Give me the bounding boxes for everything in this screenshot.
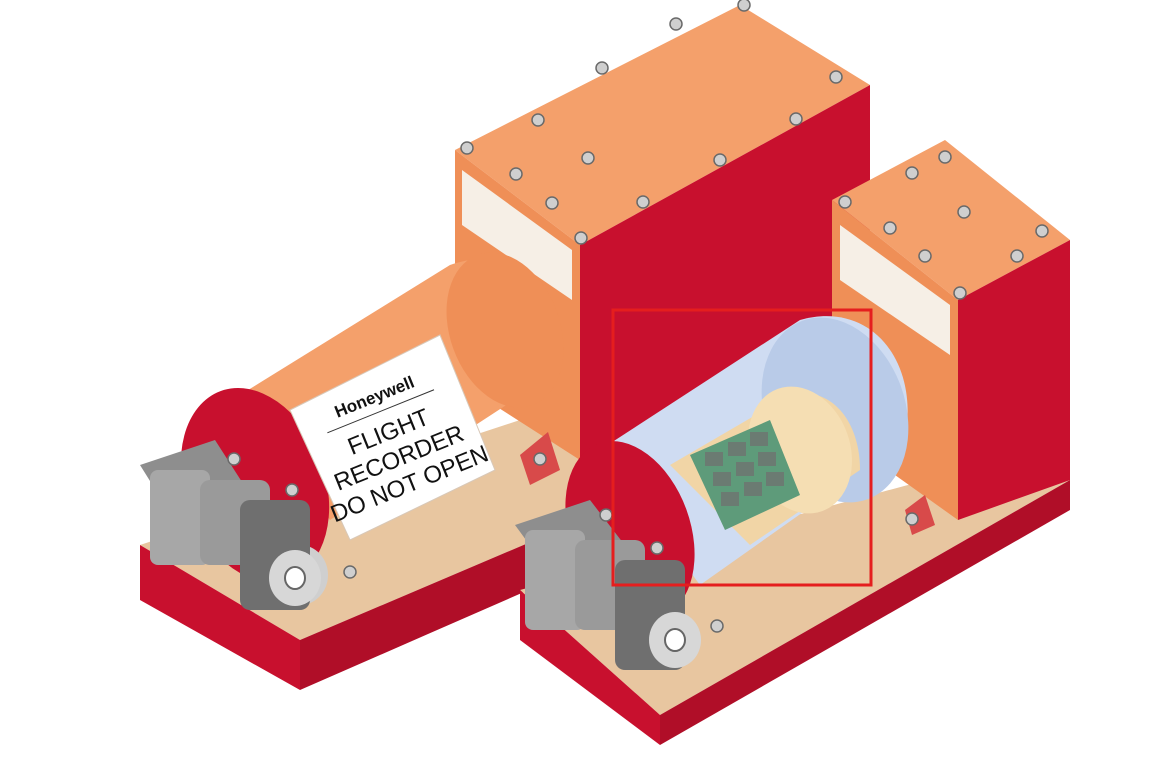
left-label-background xyxy=(289,334,496,541)
bolts xyxy=(227,0,1049,633)
right-tower-white-panel xyxy=(840,225,950,355)
right-base-side xyxy=(660,480,1070,745)
left-tower-top xyxy=(455,5,870,245)
left-connector xyxy=(140,440,328,610)
memory-board xyxy=(690,420,800,530)
left-base-front xyxy=(140,545,300,690)
highlight-box xyxy=(611,308,873,587)
left-recorder-unit: Honeywell FLIGHT RECORDER DO NOT OPEN xyxy=(140,5,870,690)
right-connector xyxy=(515,500,701,670)
left-cylinder-end-cap xyxy=(446,252,564,408)
label-divider xyxy=(327,389,435,434)
right-tower-side xyxy=(958,240,1070,520)
left-tower-white-panel xyxy=(462,170,572,300)
right-recorder-unit xyxy=(515,140,1070,745)
left-tower-side xyxy=(580,85,870,460)
right-tower-top xyxy=(832,140,1070,300)
